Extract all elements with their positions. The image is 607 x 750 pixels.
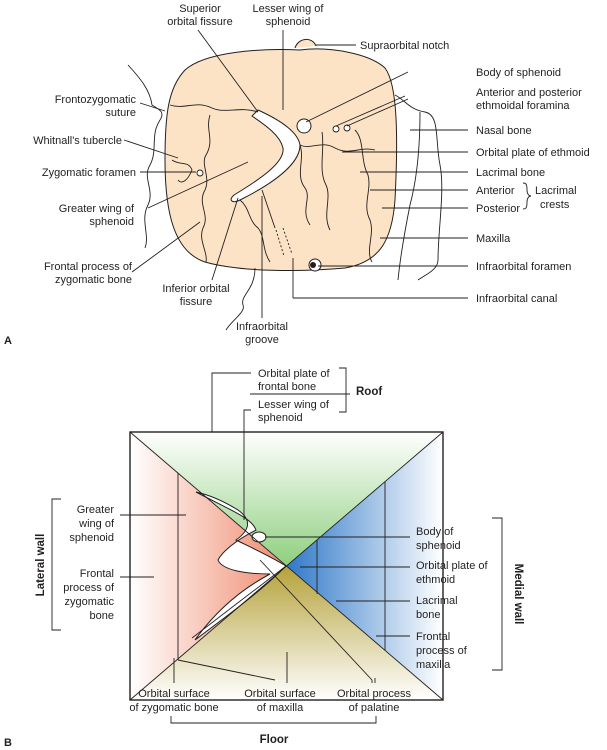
label-infraorbital-canal: Infraorbital canal xyxy=(476,293,557,305)
label-frontozygomatic-2: suture xyxy=(105,107,136,119)
label-b-orbital-surface-max-1: Orbital surface xyxy=(244,688,316,700)
label-b-orbital-plate-frontal-1: Orbital plate of xyxy=(258,368,330,380)
label-b-orbital-surface-zyg-2: of zygomatic bone xyxy=(129,702,218,714)
label-b-orbital-plate-ethmoid-1: Orbital plate of xyxy=(416,560,488,572)
label-b-orbital-plate-frontal-2: frontal bone xyxy=(258,381,316,393)
label-body-of-sphenoid: Body of sphenoid xyxy=(476,67,561,79)
label-inferior-orbital-fissure-2: fissure xyxy=(180,296,212,308)
panel-a: Superior orbital fissure Lesser wing of … xyxy=(4,3,590,347)
label-superior-orbital-fissure-2: orbital fissure xyxy=(167,16,232,28)
label-b-greater-wing-1: Greater xyxy=(77,504,115,516)
label-b-greater-wing-3: sphenoid xyxy=(69,532,114,544)
label-b-frontal-process-max-3: maxilla xyxy=(416,659,451,671)
superior-orbital-fissure xyxy=(230,109,301,203)
label-supraorbital-notch: Supraorbital notch xyxy=(360,40,449,52)
zygomatic-outline xyxy=(171,159,193,183)
zygomatic-foramen xyxy=(196,169,204,177)
label-lacrimal-crests-2: crests xyxy=(540,199,570,211)
optic-canal-b xyxy=(251,531,267,543)
nasal-outline xyxy=(394,94,443,281)
panel-b-letter: B xyxy=(4,737,12,749)
infraorbital-foramen-inner xyxy=(310,262,316,268)
label-greater-wing-1: Greater wing of xyxy=(59,203,135,215)
medial-wall-bracket xyxy=(492,517,503,671)
label-whitnalls-tubercle: Whitnall's tubercle xyxy=(33,135,122,147)
panel-a-letter: A xyxy=(4,335,12,347)
label-b-lesser-wing-1: Lesser wing of xyxy=(258,399,330,411)
posterior-ethmoidal-foramen xyxy=(343,124,351,132)
label-lacrimal-bone: Lacrimal bone xyxy=(476,167,545,179)
label-b-frontal-process-zyg-2: process of xyxy=(63,582,115,594)
label-b-frontal-process-max-2: process of xyxy=(416,645,468,657)
label-ethmoidal-foramina-2: ethmoidal foramina xyxy=(476,100,570,112)
lateral-wall-triangle xyxy=(130,432,286,700)
label-b-frontal-process-zyg-4: bone xyxy=(90,610,114,622)
label-b-orbital-process-pal-1: Orbital process xyxy=(337,688,411,700)
label-b-floor: Floor xyxy=(260,734,289,746)
panel-b-leaders xyxy=(120,372,410,683)
label-frontozygomatic-1: Frontozygomatic xyxy=(55,94,137,106)
label-b-orbital-surface-zyg-1: Orbital surface xyxy=(138,688,210,700)
label-b-frontal-process-zyg-1: Frontal xyxy=(80,568,114,580)
label-ethmoidal-foramina-1: Anterior and posterior xyxy=(476,87,582,99)
maxilla-jagged-outline xyxy=(225,267,256,331)
label-b-body-sphenoid-2: sphenoid xyxy=(416,540,461,552)
label-lesser-wing-2: sphenoid xyxy=(266,16,311,28)
label-infraorbital-groove-1: Infraorbital xyxy=(236,321,288,333)
label-b-orbital-process-pal-2: of palatine xyxy=(349,702,400,714)
anterior-ethmoidal-foramen xyxy=(332,125,340,133)
panel-b-internal-lines xyxy=(177,473,386,681)
label-b-orbital-surface-max-2: of maxilla xyxy=(257,702,304,714)
infraorbital-groove xyxy=(261,189,293,257)
label-anterior: Anterior xyxy=(476,185,515,197)
lateral-wall-bracket xyxy=(51,498,61,631)
label-infraorbital-groove-2: groove xyxy=(245,334,279,346)
label-orbital-plate-ethmoid: Orbital plate of ethmoid xyxy=(476,147,590,159)
label-b-lacrimal-1: Lacrimal xyxy=(416,595,458,607)
medial-wall-triangle xyxy=(286,432,443,700)
label-lesser-wing-1: Lesser wing of xyxy=(253,3,325,15)
label-zygomatic-foramen: Zygomatic foramen xyxy=(42,167,136,179)
label-b-frontal-process-zyg-3: zygomatic xyxy=(64,596,114,608)
label-b-lateral-wall: Lateral wall xyxy=(35,534,47,597)
label-infraorbital-foramen: Infraorbital foramen xyxy=(476,261,571,273)
label-inferior-orbital-fissure-1: Inferior orbital xyxy=(162,283,229,295)
roof-bracket xyxy=(339,367,347,413)
label-b-greater-wing-2: wing of xyxy=(78,518,115,530)
label-maxilla: Maxilla xyxy=(476,233,511,245)
label-lacrimal-crests-1: Lacrimal xyxy=(535,185,577,197)
lateral-rim-outline xyxy=(127,64,163,249)
label-b-lacrimal-2: bone xyxy=(416,609,440,621)
label-b-roof: Roof xyxy=(356,386,382,398)
label-greater-wing-2: sphenoid xyxy=(89,216,134,228)
fissure-shape xyxy=(194,491,287,641)
orbit-frame xyxy=(129,431,444,701)
label-b-frontal-process-max-1: Frontal xyxy=(416,631,450,643)
label-frontal-process-zygomatic-2: zygomatic bone xyxy=(55,274,132,286)
label-nasal-bone: Nasal bone xyxy=(476,125,532,137)
floor-bracket xyxy=(170,716,377,724)
sutures xyxy=(169,104,376,263)
optic-canal xyxy=(296,118,312,134)
label-b-body-sphenoid-1: Body of xyxy=(416,526,454,538)
label-superior-orbital-fissure-1: Superior xyxy=(179,3,221,15)
lacrimal-crests-brace xyxy=(522,182,532,210)
roof-triangle xyxy=(130,432,443,566)
label-frontal-process-zygomatic-1: Frontal process of xyxy=(44,261,133,273)
label-b-orbital-plate-ethmoid-2: ethmoid xyxy=(416,574,455,586)
label-posterior: Posterior xyxy=(476,203,520,215)
supraorbital-notch xyxy=(294,39,317,49)
panel-b: Orbital plate of frontal bone Lesser win… xyxy=(4,367,524,749)
nasal-bridge-outline xyxy=(397,111,421,281)
label-b-lesser-wing-2: sphenoid xyxy=(258,412,303,424)
panel-a-leaders xyxy=(123,29,468,318)
label-b-medial-wall: Medial wall xyxy=(512,564,524,625)
